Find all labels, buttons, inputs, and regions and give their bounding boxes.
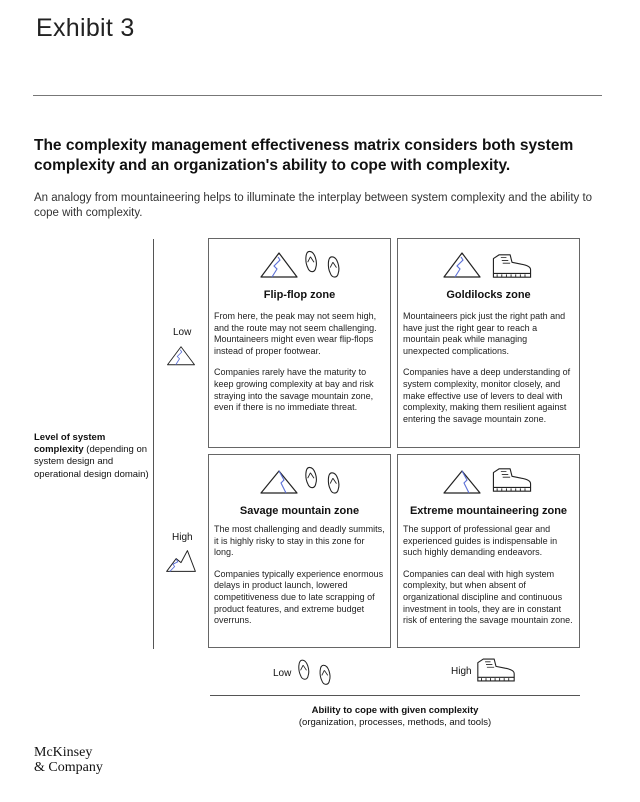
y-axis-high-label: High	[172, 532, 193, 543]
zone-flip-flop: Flip-flop zone From here, the peak may n…	[208, 238, 391, 448]
logo-line-2: & Company	[34, 760, 103, 775]
mountain-high-icon	[165, 548, 197, 574]
zone-title: Flip-flop zone	[263, 289, 336, 301]
x-axis-line	[210, 695, 580, 696]
zone-text: The support of professional gear and exp…	[403, 524, 558, 558]
x-axis-label-rest: (organization, processes, methods, and t…	[298, 717, 492, 728]
x-axis-label-bold: Ability to cope with given complexity	[311, 705, 479, 716]
mountain-low-icon	[442, 249, 482, 279]
y-axis-label-rest: (depending on system design and operatio…	[34, 444, 149, 480]
logo-line-1: McKinsey	[34, 745, 93, 760]
y-axis-label: Level of system complexity (depending on…	[34, 432, 152, 481]
x-axis-label: Ability to cope with given complexity (o…	[210, 705, 580, 729]
mountain-icon	[259, 465, 299, 495]
zone-title: Goldilocks zone	[446, 289, 531, 301]
flip-flops-icon	[305, 249, 341, 279]
zone-body: The support of professional gear and exp…	[403, 524, 574, 637]
mountain-low-icon	[166, 342, 196, 368]
zone-text: The most challenging and deadly summits,…	[214, 524, 385, 558]
zone-goldilocks: Goldilocks zone Mountaineers pick just t…	[397, 238, 580, 448]
y-axis-low-label: Low	[173, 327, 192, 338]
zone-body: The most challenging and deadly summits,…	[214, 524, 385, 637]
mountain-icon	[442, 465, 482, 495]
y-axis-label-bold: Level of system complexity	[34, 432, 106, 456]
flip-flops-icon	[305, 465, 341, 495]
zone-text: Mountaineers pick just the right path an…	[403, 311, 566, 356]
zone-text: Companies rarely have the maturity to ke…	[214, 367, 374, 413]
hiking-boot-icon	[490, 467, 534, 493]
zone-text: Companies have a deep understanding of s…	[403, 367, 571, 424]
zone-body: Mountaineers pick just the right path an…	[403, 311, 574, 435]
zone-savage-mountain: Savage mountain zone The most challengin…	[208, 454, 391, 648]
zone-text: From here, the peak may not seem high, a…	[214, 311, 377, 356]
x-axis-low-label: Low	[273, 668, 292, 679]
zone-text: Companies can deal with high system comp…	[403, 568, 573, 626]
zone-title: Extreme mountaineering zone	[409, 505, 568, 517]
zone-title: Savage mountain zone	[239, 505, 360, 517]
flip-flops-icon	[298, 658, 332, 686]
zone-text: Companies typically experience enormous …	[214, 568, 384, 626]
header-divider	[33, 95, 602, 96]
hiking-boot-icon	[476, 657, 516, 683]
mountain-low-icon	[259, 249, 299, 279]
mckinsey-logo: McKinsey & Company	[34, 745, 103, 775]
exhibit-label: Exhibit 3	[36, 14, 135, 42]
x-axis-high-label: High	[451, 666, 472, 677]
y-axis-line	[153, 239, 154, 649]
subtitle: An analogy from mountaineering helps to …	[34, 192, 593, 219]
hiking-boot-icon	[490, 253, 534, 279]
zone-extreme-mountaineering: Extreme mountaineering zone The support …	[397, 454, 580, 648]
headline: The complexity management effectiveness …	[34, 137, 574, 174]
zone-body: From here, the peak may not seem high, a…	[214, 311, 385, 424]
